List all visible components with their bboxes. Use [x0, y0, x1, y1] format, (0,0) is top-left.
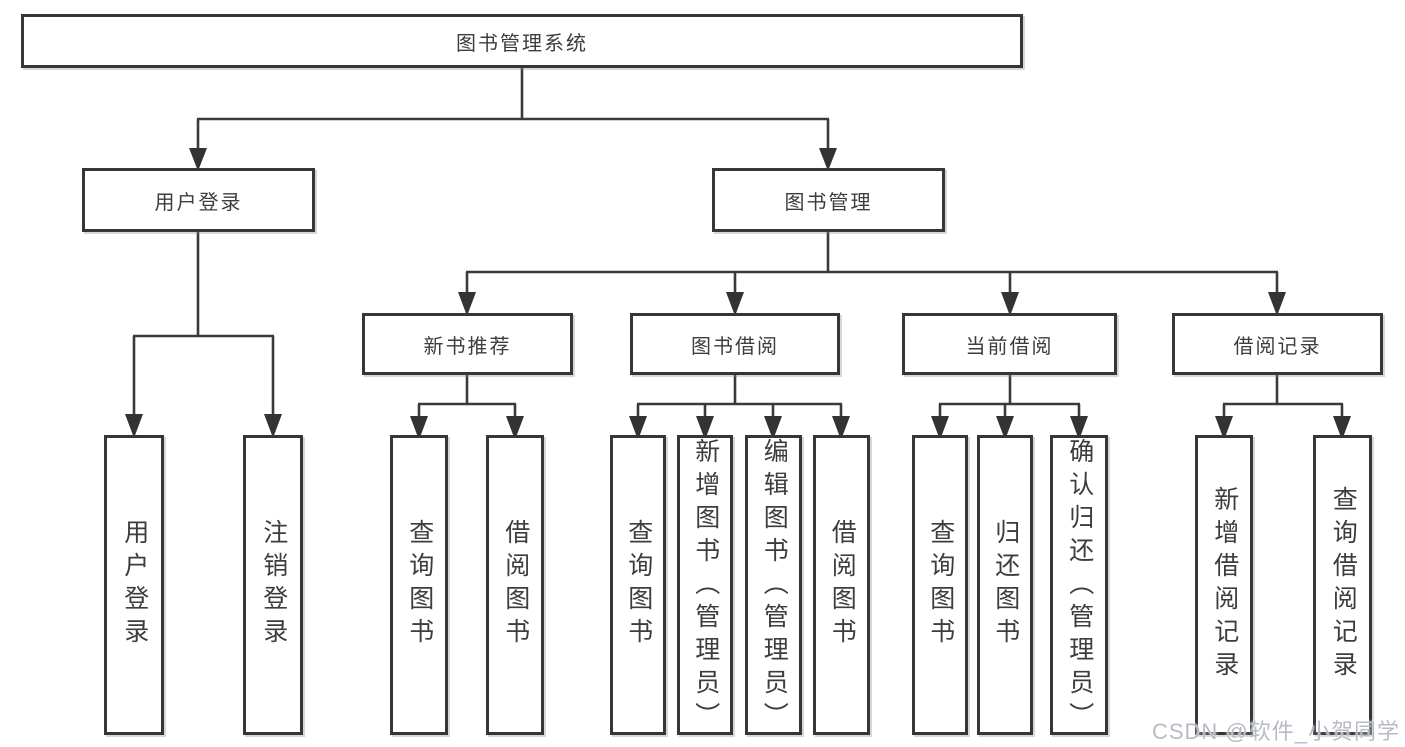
leaf-query-books-borrowing-label: 查询图书	[624, 519, 653, 651]
node-borrowing-records: 借阅记录	[1172, 313, 1383, 375]
connector-root	[189, 68, 837, 171]
node-root-label: 图书管理系统	[456, 32, 588, 55]
node-current-borrowing: 当前借阅	[902, 313, 1117, 375]
node-new-book-recommend: 新书推荐	[362, 313, 573, 375]
node-user-login: 用户登录	[82, 168, 315, 232]
leaf-user-login: 用户登录	[104, 435, 164, 735]
leaf-query-borrow-record-label: 查询借阅记录	[1329, 486, 1358, 684]
leaf-logout-label: 注销登录	[259, 519, 288, 651]
node-book-management-label: 图书管理	[784, 191, 873, 214]
leaf-return-books: 归还图书	[977, 435, 1033, 735]
leaf-logout: 注销登录	[243, 435, 303, 735]
leaf-add-books-admin: 新增图书（管理员）	[677, 435, 733, 735]
leaf-add-borrow-record-label: 新增借阅记录	[1210, 486, 1239, 684]
connector-user-login	[125, 232, 282, 438]
leaf-query-books-borrowing: 查询图书	[610, 435, 666, 735]
leaf-add-borrow-record: 新增借阅记录	[1195, 435, 1253, 735]
leaf-borrow-books-borrowing-label: 借阅图书	[828, 519, 857, 651]
leaf-confirm-return-admin-label: 确认归还（管理员）	[1065, 438, 1094, 735]
leaf-edit-books-admin: 编辑图书（管理员）	[745, 435, 802, 735]
leaf-borrow-books-recommend-label: 借阅图书	[501, 519, 530, 651]
node-borrowing-records-label: 借阅记录	[1233, 335, 1322, 358]
leaf-query-borrow-record: 查询借阅记录	[1313, 435, 1372, 735]
connector-new-book-recommend	[410, 375, 524, 440]
node-new-book-recommend-label: 新书推荐	[423, 335, 512, 358]
connector-book-borrowing	[629, 375, 850, 440]
leaf-query-books-current-label: 查询图书	[926, 519, 955, 651]
connector-book-management	[458, 232, 1286, 316]
leaf-query-books-recommend: 查询图书	[390, 435, 448, 735]
connector-borrowing-records	[1215, 375, 1351, 440]
node-user-login-label: 用户登录	[154, 191, 243, 214]
node-book-management: 图书管理	[712, 168, 945, 232]
leaf-query-books-current: 查询图书	[912, 435, 968, 735]
leaf-user-login-label: 用户登录	[120, 519, 149, 651]
leaf-add-books-admin-label: 新增图书（管理员）	[691, 438, 720, 735]
leaf-edit-books-admin-label: 编辑图书（管理员）	[760, 438, 789, 735]
leaf-borrow-books-recommend: 借阅图书	[486, 435, 544, 735]
node-root: 图书管理系统	[21, 14, 1023, 68]
node-book-borrowing-label: 图书借阅	[691, 335, 779, 358]
node-book-borrowing: 图书借阅	[630, 313, 840, 375]
leaf-query-books-recommend-label: 查询图书	[405, 519, 434, 651]
leaf-borrow-books-borrowing: 借阅图书	[813, 435, 870, 735]
csdn-watermark: CSDN @软件_小贺同学	[1151, 719, 1400, 744]
leaf-return-books-label: 归还图书	[991, 519, 1020, 651]
connector-current-borrowing	[931, 375, 1088, 440]
node-current-borrowing-label: 当前借阅	[965, 335, 1054, 358]
leaf-confirm-return-admin: 确认归还（管理员）	[1050, 435, 1108, 735]
